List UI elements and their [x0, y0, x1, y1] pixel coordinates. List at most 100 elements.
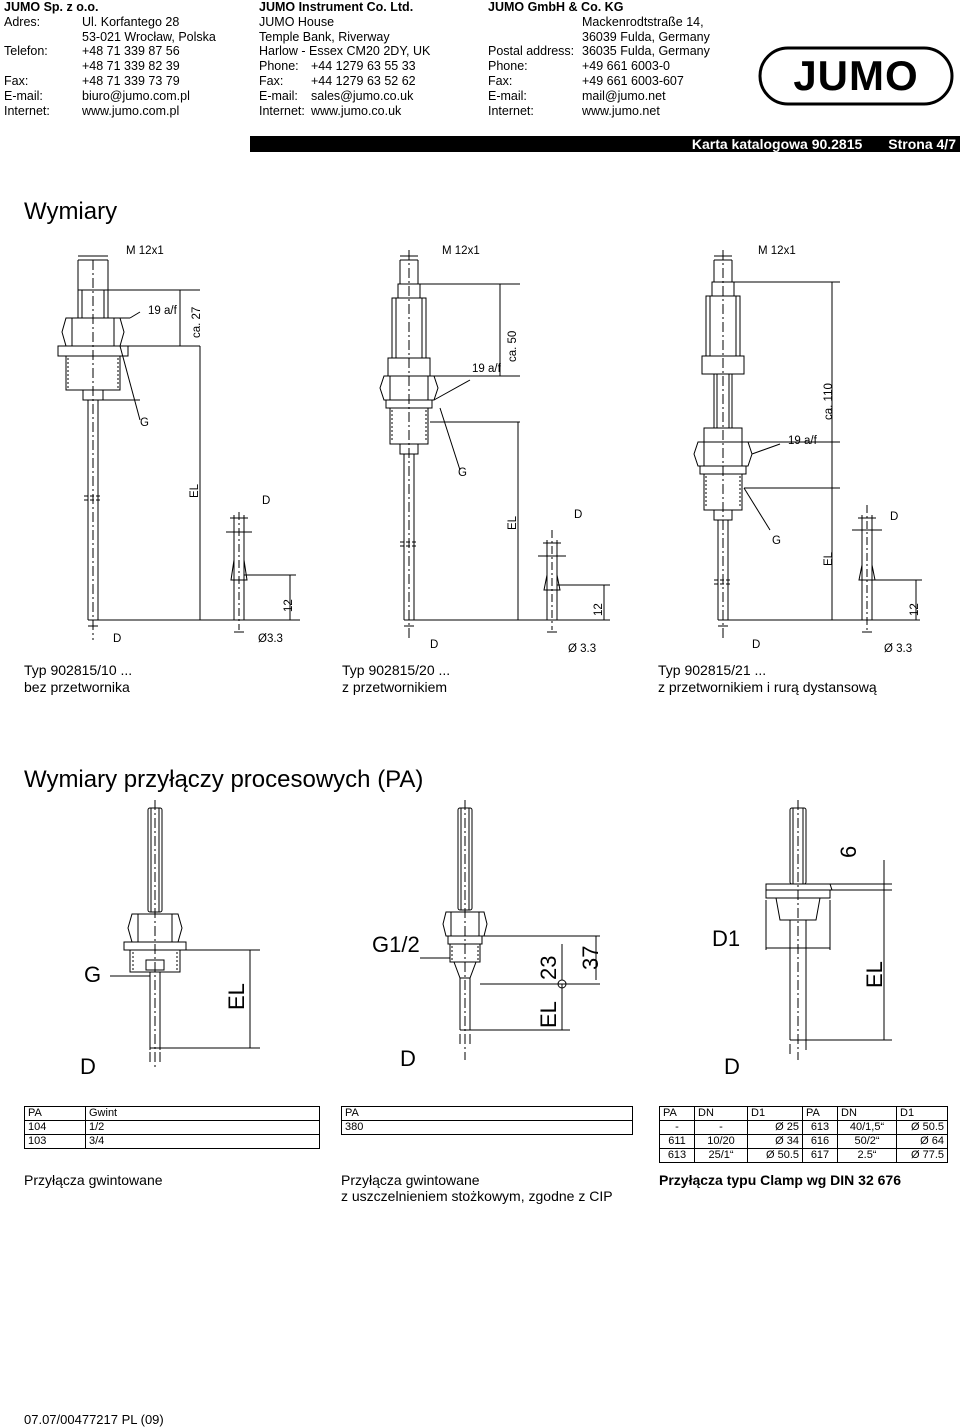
address-line: Temple Bank, Riverway: [259, 29, 390, 44]
dimension-12-label: 12: [283, 599, 295, 612]
section-title-dimensions: Wymiary: [24, 198, 118, 225]
table-cell: 613: [802, 1120, 838, 1135]
thread-g12-label: G1/2: [372, 932, 420, 957]
postal-address: 36035 Fulda, Germany: [582, 44, 710, 59]
type-number: Typ 902815/20 ...: [342, 662, 451, 678]
table-cell: 617: [802, 1148, 838, 1163]
address-line: JUMO House: [259, 14, 335, 29]
dimension-37-label: 37: [578, 946, 603, 970]
thread-label: M 12x1: [126, 245, 164, 257]
table-header: PA: [341, 1106, 633, 1121]
el-label: EL: [189, 483, 201, 498]
diameter-d-label: D: [890, 511, 898, 523]
height-label: ca. 27: [191, 307, 203, 338]
thread-label: M 12x1: [442, 245, 480, 257]
dimension-12-label: 12: [909, 603, 921, 616]
table-header: Gwint: [85, 1106, 320, 1121]
catalog-number: Karta katalogowa 90.2815: [691, 136, 863, 152]
drawing-type-20: [379, 250, 610, 640]
page-number: Strona 4/7: [888, 136, 956, 152]
email-label: E-mail:: [488, 88, 527, 103]
el-label: EL: [862, 961, 887, 988]
table-cell: 50/2“: [837, 1134, 897, 1149]
company-name-uk: JUMO Instrument Co. Ltd.: [259, 0, 414, 14]
conical-connections-table: PA 380: [341, 1106, 633, 1135]
table-caption: Przyłącza gwintowane: [24, 1172, 163, 1188]
thread-g-label: G: [140, 417, 149, 429]
table-header: PA: [24, 1106, 86, 1121]
caption-type-21: Typ 902815/21 ... z przetwornikiem i rur…: [658, 662, 877, 696]
header-germany: JUMO GmbH & Co. KG Mackenrodtstraße 14, …: [488, 0, 710, 118]
footer-document-code: 07.07/00477217 PL (09): [24, 1412, 164, 1427]
table-header: D1: [747, 1106, 803, 1121]
website: www.jumo.co.uk: [311, 103, 402, 118]
table-cell: 2.5“: [837, 1148, 897, 1163]
wrench-size-label: 19 a/f: [148, 305, 178, 317]
table-cell: 380: [341, 1120, 633, 1135]
caption-type-10: Typ 902815/10 ... bez przetwornika: [24, 662, 132, 696]
table-header: DN: [837, 1106, 897, 1121]
diameter-d-label: D: [724, 1054, 740, 1079]
address-label: Adres:: [4, 14, 41, 29]
thread-g-label: G: [84, 962, 101, 987]
table-cell: 10/20: [694, 1134, 748, 1149]
table-header: D1: [896, 1106, 948, 1121]
drawing-conical-connection: [420, 800, 600, 1060]
dimension-6-label: 6: [836, 846, 861, 858]
jumo-logo: JUMO: [758, 46, 954, 106]
wrench-size-label: 19 a/f: [472, 363, 502, 375]
phone-number: +44 1279 63 55 33: [311, 59, 416, 74]
fax-label: Fax:: [488, 73, 513, 88]
table-row: 380: [341, 1120, 633, 1135]
email-address: sales@jumo.co.uk: [311, 88, 414, 103]
phone-label: Phone:: [259, 59, 299, 74]
fax-number: +48 71 339 73 79: [82, 73, 180, 88]
catalog-bar: Karta katalogowa 90.2815 Strona 4/7: [250, 136, 960, 152]
table-cell: Ø 25: [747, 1120, 803, 1135]
table-cell: Ø 50.5: [747, 1148, 803, 1163]
dimension-12-label: 12: [593, 603, 605, 616]
phone-number: +48 71 339 82 39: [82, 59, 180, 74]
drawing-type-10: [57, 255, 300, 640]
fax-label: Fax:: [259, 73, 284, 88]
header-poland: JUMO Sp. z o.o. Adres:Ul. Korfantego 28 …: [4, 0, 216, 118]
address-line: Harlow - Essex CM20 2DY, UK: [259, 44, 431, 59]
website: www.jumo.net: [582, 103, 660, 118]
thread-g-label: G: [772, 535, 781, 547]
table-cell: 616: [802, 1134, 838, 1149]
phone-label: Telefon:: [4, 44, 48, 59]
internet-label: Internet:: [4, 103, 50, 118]
table-row: - - Ø 25 613 40/1,5“ Ø 50.5: [659, 1120, 948, 1135]
caption-line: z uszczelnieniem stożkowym, zgodne z CIP: [341, 1188, 613, 1204]
type-description: z przetwornikiem: [342, 679, 448, 695]
address-line: 53-021 Wrocław, Polska: [82, 29, 216, 44]
phone-number: +49 661 6003-0: [582, 59, 670, 74]
email-address: biuro@jumo.com.pl: [82, 88, 190, 103]
table-cell: 104: [24, 1120, 86, 1135]
section-title-process-connections: Wymiary przyłączy procesowych (PA): [24, 766, 424, 793]
table-cell: 611: [659, 1134, 695, 1149]
email-label: E-mail:: [259, 88, 298, 103]
threaded-connections-table: PA Gwint 104 1/2 103 3/4: [24, 1106, 320, 1149]
thread-g-label: G: [458, 467, 467, 479]
fax-number: +44 1279 63 52 62: [311, 73, 416, 88]
table-caption: Przyłącza gwintowane z uszczelnieniem st…: [341, 1172, 613, 1204]
phone-label: Phone:: [488, 59, 528, 74]
caption-line: Przyłącza gwintowane: [341, 1172, 480, 1188]
company-name-pl: JUMO Sp. z o.o.: [4, 0, 99, 14]
company-name-de: JUMO GmbH & Co. KG: [488, 0, 624, 14]
process-connection-drawings: G EL D G1/2 EL 23 37 D D1 6 EL D: [80, 800, 892, 1079]
el-label: EL: [536, 1001, 561, 1028]
website: www.jumo.com.pl: [82, 103, 180, 118]
postal-label: Postal address:: [488, 44, 575, 59]
diameter-d-label: D: [430, 639, 438, 651]
type-description: bez przetwornika: [24, 679, 130, 695]
table-cell: Ø 50.5: [896, 1120, 948, 1135]
diameter-3-3-label: Ø3.3: [258, 633, 283, 645]
table-cell: 25/1“: [694, 1148, 748, 1163]
table-cell: 40/1,5“: [837, 1120, 897, 1135]
diameter-3-3-label: Ø 3.3: [568, 643, 596, 655]
thread-label: M 12x1: [758, 245, 796, 257]
el-label: EL: [823, 551, 835, 566]
table-cell: 613: [659, 1148, 695, 1163]
